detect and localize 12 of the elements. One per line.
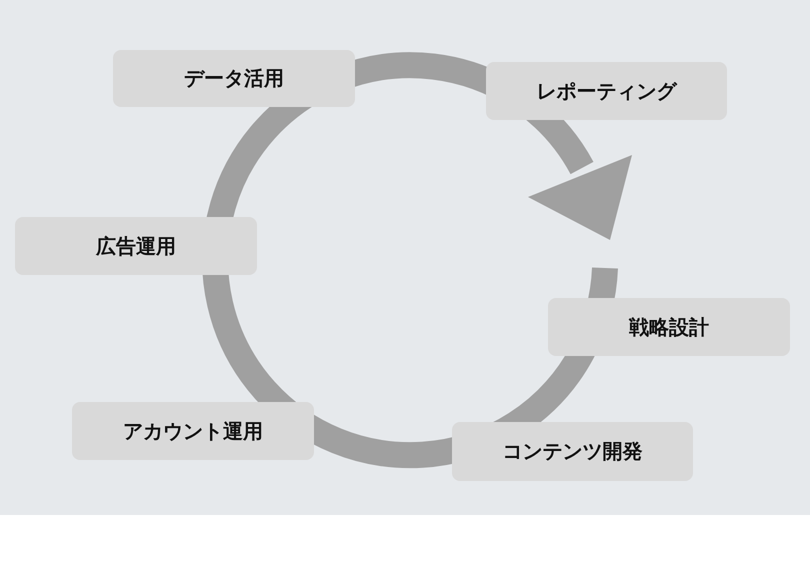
box-label: コンテンツ開発 xyxy=(502,438,642,465)
box-label: データ活用 xyxy=(184,65,284,92)
process-box xyxy=(486,62,727,120)
box-label: 広告運用 xyxy=(96,232,176,260)
process-box xyxy=(72,402,314,460)
process-box xyxy=(15,217,257,275)
process-box xyxy=(113,50,355,107)
process-box xyxy=(548,298,790,356)
box-label: 戦略設計 xyxy=(629,314,709,340)
process-box xyxy=(452,422,693,481)
box-label: レポーティング xyxy=(536,78,676,104)
box-label: アカウント運用 xyxy=(123,418,263,444)
